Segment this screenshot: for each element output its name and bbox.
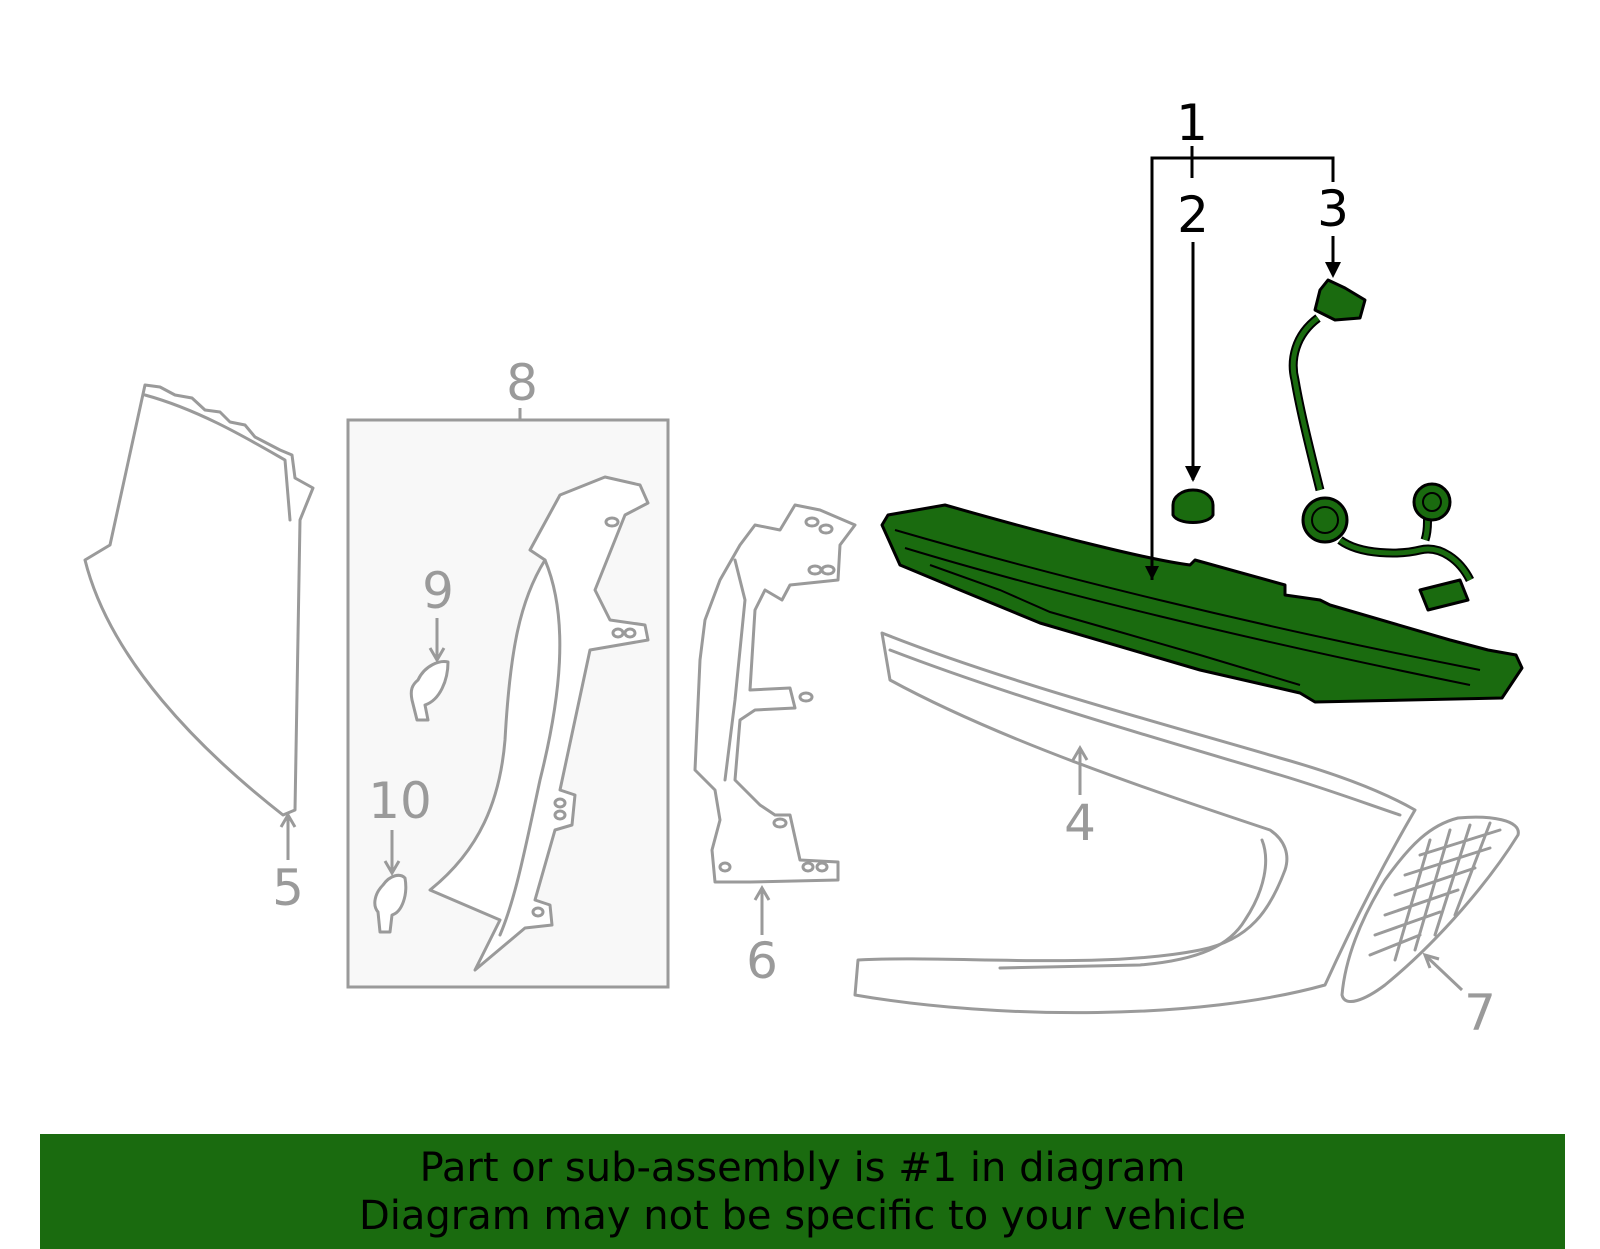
callout-8: 8 [506,354,538,412]
callout-10: 10 [368,772,432,830]
part-6-bracket [693,503,857,884]
footer-banner: Part or sub-assembly is #1 in diagram Di… [40,1134,1565,1249]
callout-3: 3 [1317,180,1349,238]
callout-1: 1 [1176,94,1208,152]
callout-2: 2 [1177,186,1209,244]
part-1-lamp-assembly [880,503,1524,704]
callout-labels: 1 2 3 4 5 6 7 8 9 10 [272,94,1496,1042]
leader-7 [1423,953,1464,992]
leaders [279,146,1464,992]
callout-5: 5 [272,859,304,917]
part-5-side-panel [83,383,315,817]
part-8-box [346,408,670,989]
part-2-grommet [1171,488,1215,524]
callout-7: 7 [1464,984,1496,1042]
part-8-bracket [428,475,650,972]
callout-6: 6 [746,932,778,990]
part-4-trim-molding [853,631,1417,1015]
banner-line-1: Part or sub-assembly is #1 in diagram [419,1145,1186,1191]
part-10-clip [373,873,408,934]
banner-line-2: Diagram may not be specific to your vehi… [358,1193,1247,1239]
part-7-grille-insert [1340,815,1520,1003]
part-3-wiring-harness [1288,278,1475,612]
callout-9: 9 [422,562,454,620]
leader-1 [1150,156,1335,580]
callout-4: 4 [1064,794,1096,852]
part-9-clip [409,660,450,722]
